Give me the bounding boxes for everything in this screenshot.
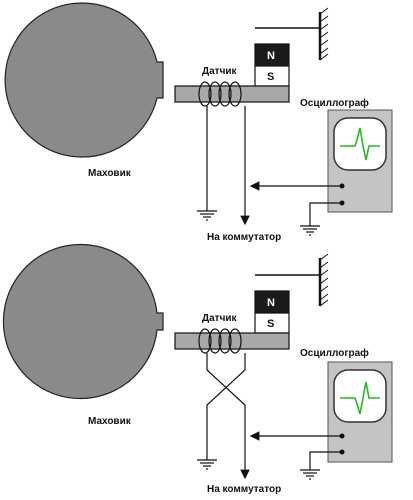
- sensor-coil: [198, 81, 242, 107]
- coil-wires-crossed: [206, 353, 250, 480]
- diagram-crossed: Маховик N S Датч: [2, 243, 393, 495]
- magnet-south-label: S: [267, 71, 274, 83]
- switch-label: На коммутатор: [207, 232, 281, 243]
- magnet-north-label: N: [267, 50, 275, 62]
- magnet-south-label: S: [267, 318, 274, 330]
- switch-label: На коммутатор: [207, 484, 281, 495]
- scope-ground-wire: [309, 202, 342, 226]
- scope-ground-symbol: [300, 469, 320, 480]
- ground-symbol: [197, 459, 217, 470]
- coil-wires: [206, 106, 250, 226]
- scope-ground-wire: [309, 451, 342, 470]
- oscilloscope-label: Осциллограф: [300, 97, 369, 109]
- mount-bracket: [255, 253, 329, 307]
- diagram-direct: Маховик N S: [4, 2, 393, 243]
- oscilloscope-screen: [333, 369, 387, 423]
- flywheel: [4, 2, 164, 158]
- sensor-core: [174, 85, 290, 103]
- sensor-coil: [198, 328, 242, 354]
- flywheel-label: Маховик: [88, 168, 132, 179]
- flywheel: [2, 243, 164, 400]
- mount-bracket: [255, 7, 329, 61]
- sensor-label: Датчик: [202, 313, 238, 324]
- signal-trace: [340, 381, 380, 415]
- flywheel-label: Маховик: [88, 416, 132, 427]
- magnet-north-label: N: [267, 297, 275, 309]
- sensor-label: Датчик: [202, 66, 238, 77]
- sensor-core: [174, 332, 290, 350]
- scope-ground-symbol: [300, 225, 320, 236]
- oscilloscope-label: Осциллограф: [300, 347, 369, 359]
- signal-trace: [340, 127, 380, 161]
- ground-symbol: [197, 210, 217, 221]
- oscilloscope-screen: [333, 117, 387, 171]
